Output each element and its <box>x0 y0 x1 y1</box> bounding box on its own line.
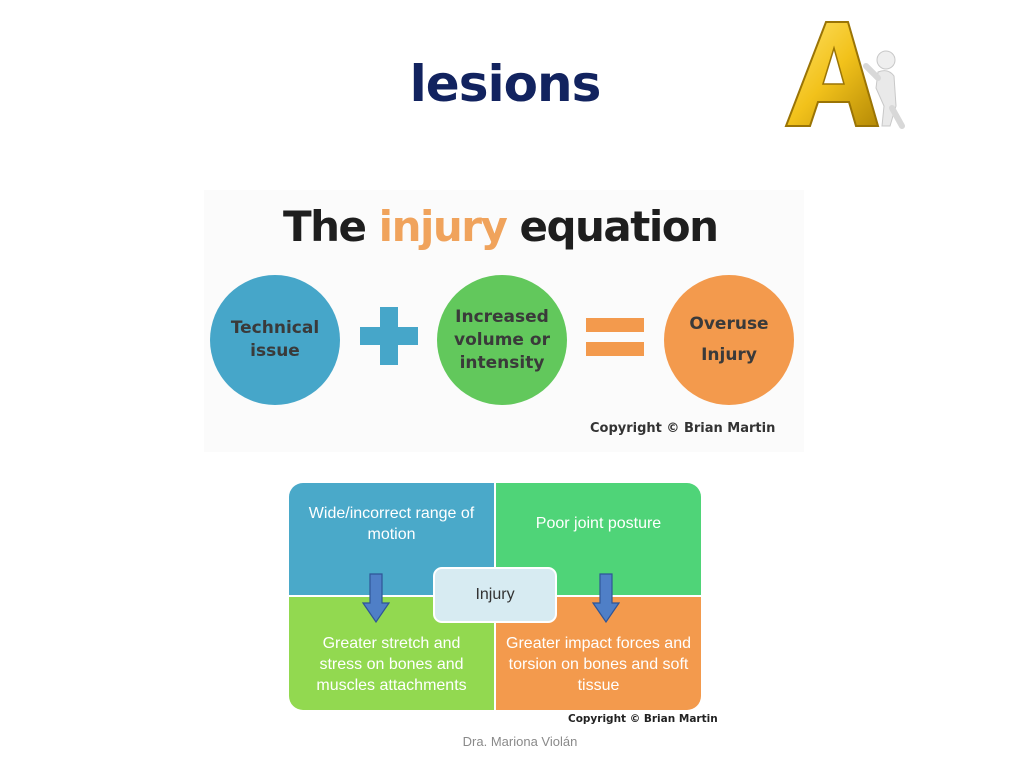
quadrant-bottom-left-text: Greater stretch and stress on bones and … <box>316 635 467 694</box>
injury-equation-title: The injury equation <box>283 202 719 251</box>
slide-title: lesions <box>409 55 602 113</box>
quadrant-top-right: Poor joint posture <box>496 483 701 595</box>
injury-center-label: Injury <box>475 586 515 603</box>
increased-volume-circle: Increased volume or intensity <box>437 275 567 405</box>
title-the: The <box>283 202 367 251</box>
slide-footer-author: Dra. Mariona Violán <box>462 734 578 749</box>
injury-label: Injury <box>701 345 757 365</box>
letter-a-logo-icon <box>784 21 905 129</box>
technical-issue-circle: Technical issue <box>210 275 340 405</box>
arrow-down-left-icon <box>362 573 390 623</box>
title-injury-highlight: injury <box>378 202 508 251</box>
equals-sign-top-bar <box>586 318 644 332</box>
overuse-label: Overuse <box>689 314 769 334</box>
increased-volume-label: Increased volume or intensity <box>454 306 550 373</box>
injury-center-box: Injury <box>433 567 557 623</box>
quadrant-top-left-text: Wide/incorrect range of motion <box>308 505 475 543</box>
overuse-injury-circle: Overuse Injury <box>664 275 794 405</box>
arrow-down-right-icon <box>592 573 620 623</box>
quadrant-copyright: Copyright © Brian Martin <box>568 713 718 725</box>
technical-issue-label: Technical issue <box>230 318 320 361</box>
overuse-injury-label: Overuse Injury <box>689 313 768 367</box>
quadrant-top-right-text: Poor joint posture <box>535 515 662 532</box>
quadrant-bottom-right-text: Greater impact forces and torsion on bon… <box>506 635 691 694</box>
equation-copyright: Copyright © Brian Martin <box>590 421 776 436</box>
injury-quadrant-diagram: Wide/incorrect range of motion Poor join… <box>289 483 701 710</box>
plus-sign-vertical <box>380 307 398 365</box>
equals-sign-bottom-bar <box>586 342 644 356</box>
title-equation: equation <box>519 202 719 251</box>
